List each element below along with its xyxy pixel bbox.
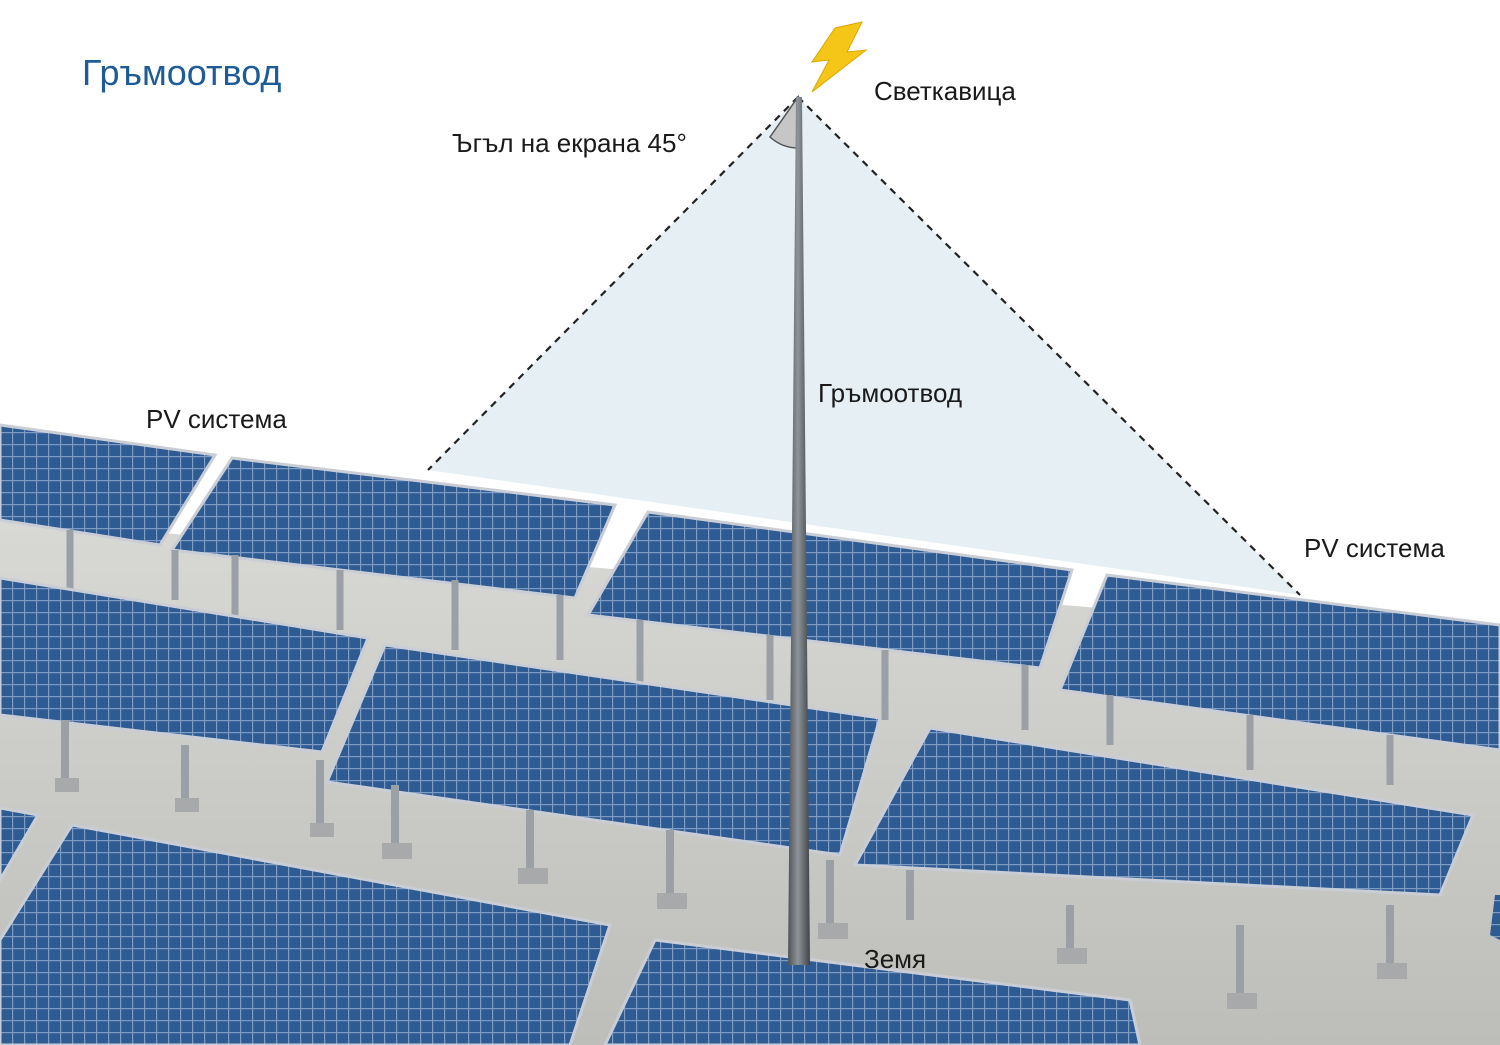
pv-panel — [1490, 895, 1500, 940]
pv-supports-back — [66, 530, 1394, 785]
pv-panel — [0, 576, 371, 754]
pv-supports-middle — [61, 720, 1394, 995]
pv-row-back — [0, 423, 1500, 752]
pv-system-right-label: PV система — [1304, 533, 1445, 563]
pv-panel — [169, 456, 618, 600]
lightning-rod-label: Гръмоотвод — [818, 378, 963, 408]
pv-panel — [585, 510, 1074, 670]
lightning-label: Светкавица — [874, 76, 1016, 106]
ground-label: Земя — [864, 944, 927, 974]
pv-panel — [0, 423, 218, 547]
dashed-line-left — [427, 96, 799, 471]
pv-row-front — [0, 806, 1142, 1045]
protection-zone — [428, 97, 1300, 595]
pv-panel — [0, 823, 612, 1045]
pv-panel — [324, 643, 882, 857]
pv-panel — [0, 806, 41, 883]
protection-angle-lines — [427, 96, 1301, 596]
screen-angle-label: Ъгъл на екрана 45° — [452, 128, 687, 158]
pv-panel — [852, 726, 1476, 897]
pv-panel — [1057, 573, 1500, 752]
pv-footings — [55, 778, 1407, 1009]
dashed-line-right — [797, 96, 1301, 596]
page-title: Гръмоотвод — [82, 52, 282, 93]
lightning-rod-pole — [788, 97, 810, 965]
lightning-bolt-icon — [810, 21, 868, 93]
pv-row-middle — [0, 576, 1500, 940]
pv-panel — [603, 938, 1142, 1045]
pv-system-left-label: PV система — [146, 404, 287, 434]
